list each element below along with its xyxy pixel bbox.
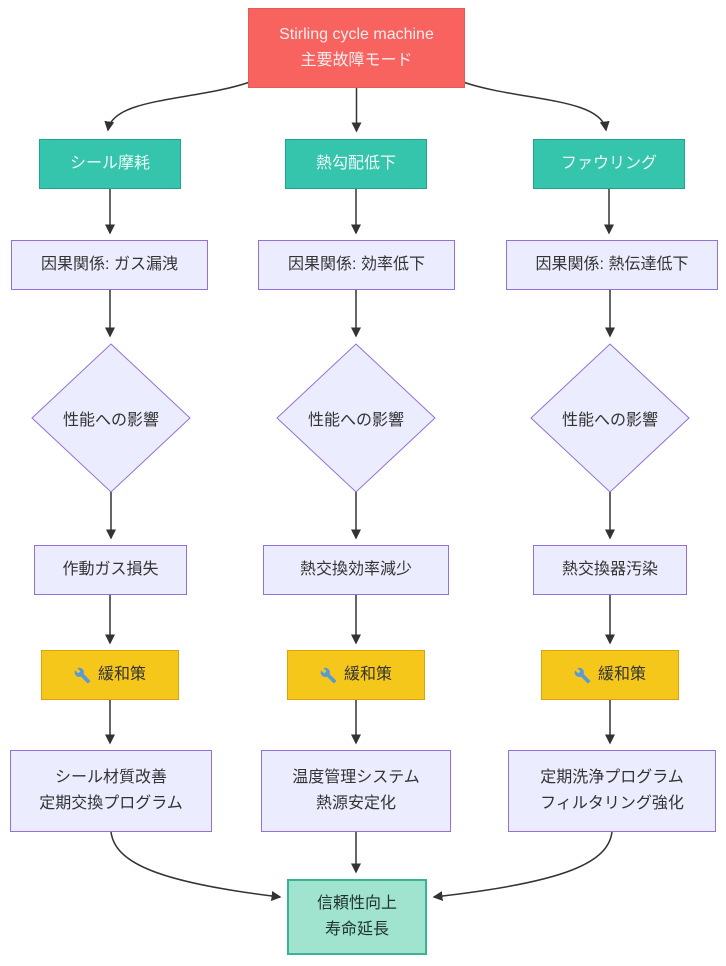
action-node-1: シール材質改善 定期交換プログラム bbox=[10, 750, 212, 832]
effect-node-1: 作動ガス損失 bbox=[34, 545, 187, 595]
action-node-3: 定期洗浄プログラム フィルタリング強化 bbox=[508, 750, 716, 832]
mitigation-node-2: 緩和策 bbox=[287, 650, 425, 700]
action-line2: 定期交換プログラム bbox=[39, 795, 183, 812]
cause-label: 因果関係: 熱伝達低下 bbox=[535, 256, 689, 274]
root-node-line1: Stirling cycle machine bbox=[279, 26, 434, 44]
mitigation-node-1: 緩和策 bbox=[41, 650, 179, 700]
cause-node-1: 因果関係: ガス漏洩 bbox=[11, 240, 208, 290]
mitigation-content: 緩和策 bbox=[74, 662, 146, 688]
outcome-line1: 信頼性向上 bbox=[316, 895, 397, 913]
wrench-icon bbox=[320, 667, 337, 684]
root-node-line2: 主要故障モード bbox=[300, 52, 413, 69]
effect-node-2: 熱交換効率減少 bbox=[263, 545, 449, 595]
action-line1: 温度管理システム bbox=[292, 769, 420, 787]
outcome-line2: 寿命延長 bbox=[324, 921, 389, 938]
effect-label: 熱交換効率減少 bbox=[299, 561, 412, 579]
mitigation-content: 緩和策 bbox=[320, 662, 392, 688]
action-line2: フィルタリング強化 bbox=[540, 795, 684, 812]
failure-label: シール摩耗 bbox=[69, 155, 150, 173]
mitigation-content: 緩和策 bbox=[574, 662, 646, 688]
action-line1: 定期洗浄プログラム bbox=[540, 769, 684, 787]
action-node-2: 温度管理システム 熱源安定化 bbox=[261, 750, 451, 832]
outcome-node: 信頼性向上 寿命延長 bbox=[287, 879, 427, 955]
action-line2: 熱源安定化 bbox=[315, 795, 396, 812]
decision-label-2: 性能への影響 bbox=[307, 412, 404, 429]
effect-label: 熱交換器汚染 bbox=[561, 561, 658, 579]
mitigation-label: 緩和策 bbox=[343, 666, 392, 684]
effect-node-3: 熱交換器汚染 bbox=[533, 545, 687, 595]
root-node: Stirling cycle machine 主要故障モード bbox=[248, 8, 465, 88]
failure-node-thermal-gradient: 熱勾配低下 bbox=[285, 139, 427, 189]
decision-label-1: 性能への影響 bbox=[62, 412, 159, 429]
failure-label: 熱勾配低下 bbox=[315, 155, 396, 173]
mitigation-label: 緩和策 bbox=[97, 666, 146, 684]
failure-label: ファウリング bbox=[560, 155, 657, 173]
mitigation-label: 緩和策 bbox=[597, 666, 646, 684]
failure-node-seal-wear: シール摩耗 bbox=[39, 139, 181, 189]
cause-label: 因果関係: 効率低下 bbox=[288, 256, 425, 274]
cause-label: 因果関係: ガス漏洩 bbox=[41, 256, 178, 274]
edge-action-to-outcome-3 bbox=[432, 831, 613, 902]
edge-action-to-outcome-1 bbox=[110, 831, 282, 901]
edge-root-to-failure-1 bbox=[104, 81, 251, 132]
failure-node-fouling: ファウリング bbox=[533, 139, 685, 189]
wrench-icon bbox=[74, 667, 91, 684]
mitigation-node-3: 緩和策 bbox=[541, 650, 679, 700]
cause-node-2: 因果関係: 効率低下 bbox=[258, 240, 455, 290]
decision-label-3: 性能への影響 bbox=[561, 412, 658, 429]
edge-root-to-failure-3 bbox=[462, 81, 610, 132]
wrench-icon bbox=[574, 667, 591, 684]
action-line1: シール材質改善 bbox=[54, 769, 167, 787]
effect-label: 作動ガス損失 bbox=[62, 561, 159, 579]
cause-node-3: 因果関係: 熱伝達低下 bbox=[506, 240, 718, 290]
